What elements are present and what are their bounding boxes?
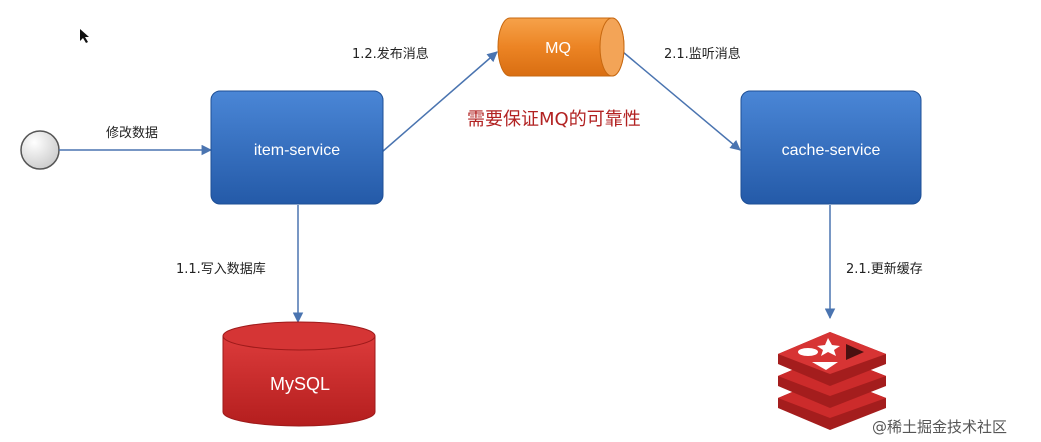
item-service-node: item-service <box>210 90 384 205</box>
label-write-db: 1.1.写入数据库 <box>176 261 266 277</box>
item-service-label: item-service <box>254 142 340 159</box>
label-modify-data: 修改数据 <box>106 126 158 141</box>
start-node <box>20 130 60 170</box>
label-listen-message: 2.1.监听消息 <box>664 46 741 62</box>
edge-listen-message <box>622 51 741 151</box>
redis-cache-icon <box>778 332 886 430</box>
mq-label: MQ <box>545 40 571 57</box>
watermark: @稀土掘金技术社区 <box>872 418 1007 436</box>
mq-reliability-note: 需要保证MQ的可靠性 <box>467 109 641 130</box>
edge-publish-message <box>381 51 498 153</box>
mq-node: MQ <box>497 17 625 77</box>
label-update-cache: 2.1.更新缓存 <box>846 261 923 277</box>
label-publish-message: 1.2.发布消息 <box>352 46 429 62</box>
cache-service-node: cache-service <box>740 90 922 205</box>
cache-service-label: cache-service <box>782 142 881 159</box>
mysql-label: MySQL <box>270 374 330 394</box>
mysql-node: MySQL <box>222 321 376 427</box>
mouse-cursor-icon <box>80 29 89 43</box>
